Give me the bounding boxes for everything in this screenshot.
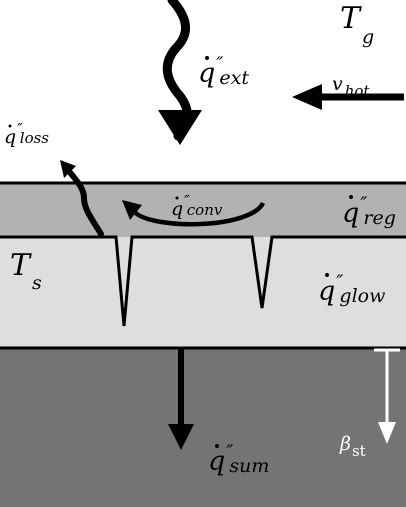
regression-layer [0,183,406,237]
q-glow-dot [325,273,329,277]
q-sum-label: q″sum [208,441,269,477]
glow-interface-line [0,235,406,327]
gas-temperature-label: Tg [340,1,374,48]
glow-layer [0,237,406,348]
bulk-layer [0,348,406,507]
q-conv-label: q″conv [171,192,223,220]
q-glow-label: q″glow [318,271,385,307]
wavy-up-left-arrow-icon [60,160,104,237]
q-conv-dot [175,196,179,200]
q-loss-label: q″loss [4,120,49,148]
left-arrow-icon [292,84,404,110]
down-arrow-icon [168,349,194,450]
q-reg-dot [349,195,353,199]
q-ext-dot [205,56,209,60]
q-loss-dot [8,124,12,128]
wavy-down-arrow-icon [158,0,202,145]
q-reg-label: q″reg [342,193,396,229]
curved-arrow-icon [122,200,266,227]
beta-label: βst [339,433,366,460]
q-sum-dot [215,444,219,448]
white-down-arrow-icon [374,348,400,444]
q-ext-label: q″ext [198,53,249,89]
